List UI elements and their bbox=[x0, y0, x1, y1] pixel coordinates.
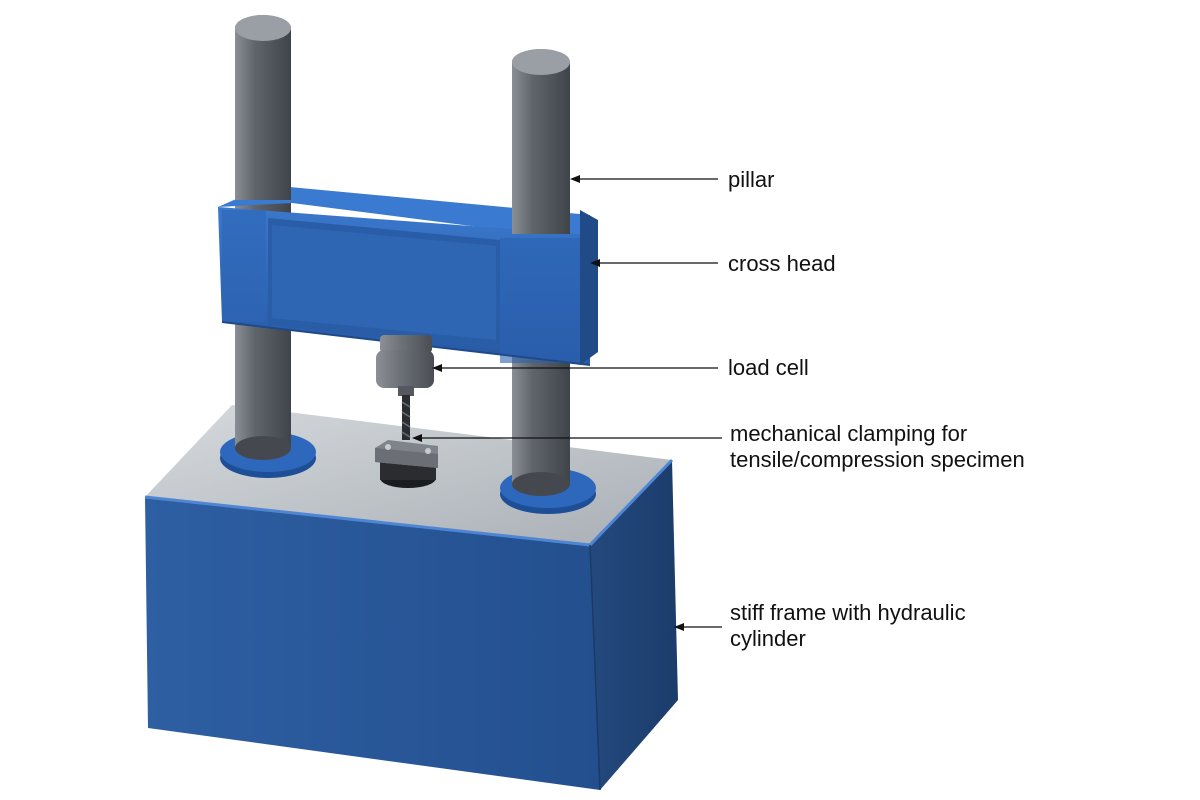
label-frame-line2: cylinder bbox=[730, 626, 806, 651]
label-stiff-frame: stiff frame with hydraulic cylinder bbox=[730, 600, 966, 652]
label-pillar: pillar bbox=[728, 167, 774, 193]
frame-side-face bbox=[590, 460, 678, 790]
label-mechanical-clamping: mechanical clamping for tensile/compress… bbox=[730, 421, 1025, 473]
specimen bbox=[401, 395, 411, 440]
cross-head bbox=[218, 185, 598, 366]
label-cross-head-text: cross head bbox=[728, 251, 836, 276]
load-cell bbox=[376, 335, 434, 396]
label-clamping-line2: tensile/compression specimen bbox=[730, 447, 1025, 472]
label-load-cell: load cell bbox=[728, 355, 809, 381]
label-frame-line1: stiff frame with hydraulic bbox=[730, 600, 966, 625]
lower-clamp bbox=[375, 440, 438, 488]
label-cross-head: cross head bbox=[728, 251, 836, 277]
label-pillar-text: pillar bbox=[728, 167, 775, 192]
label-load-cell-text: load cell bbox=[728, 355, 809, 380]
pillar-right-top bbox=[512, 62, 570, 234]
frame-front-face bbox=[145, 497, 600, 790]
pillar-left-top bbox=[235, 28, 291, 200]
label-clamping-line1: mechanical clamping for bbox=[730, 421, 968, 446]
annotation-arrows bbox=[412, 175, 722, 631]
